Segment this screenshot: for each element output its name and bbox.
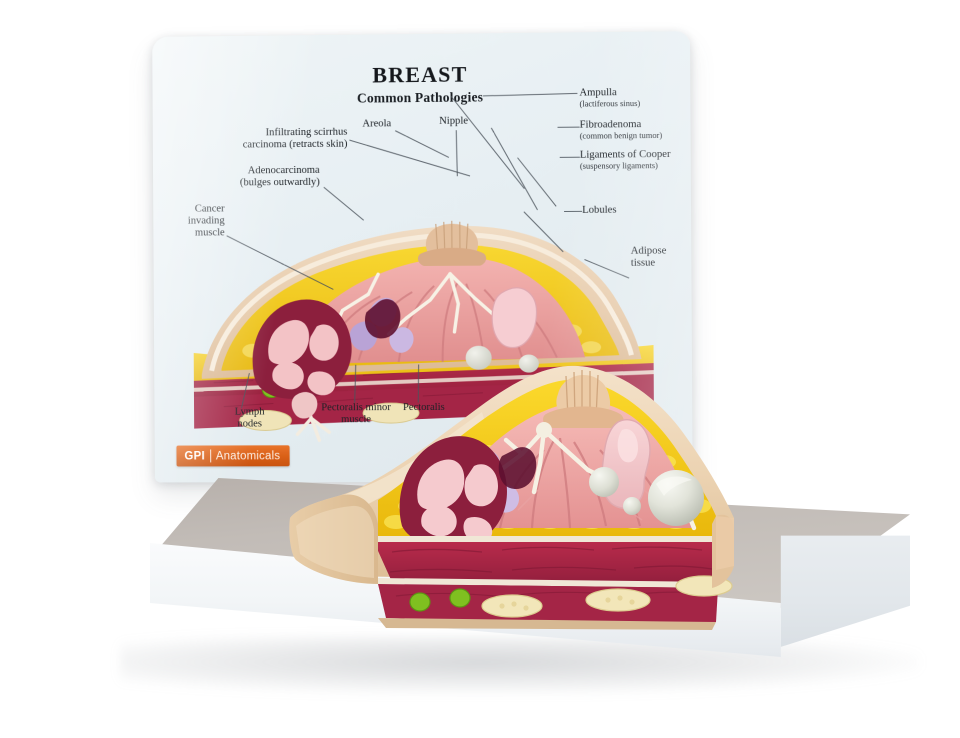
leader-line-ampulla-tail (450, 95, 525, 190)
leader-line-areola (395, 130, 450, 158)
label-ligaments-of-cooper: Ligaments of Cooper (suspensory ligament… (580, 149, 671, 171)
label-line-1: Areola (362, 118, 392, 130)
breast-pathology-3d-model (282, 330, 812, 630)
label-adipose-tissue: Adipose tissue (631, 245, 667, 269)
label-line-1: Nipple (439, 115, 469, 127)
label-nipple: Nipple (439, 116, 468, 128)
label-line-2: (lactiferous sinus) (579, 98, 641, 109)
page-title: BREAST (372, 61, 468, 88)
label-line-3: muscle (194, 227, 225, 239)
leader-line-fibroadenoma (557, 126, 580, 128)
label-cancer-invading-muscle: Cancer invading muscle (152, 203, 225, 239)
label-line-2: (bulges outwardly) (239, 176, 320, 189)
label-line-2: (common benign tumor) (579, 130, 663, 141)
drop-shadow (120, 636, 920, 694)
label-line-2: tissue (630, 257, 656, 269)
label-line-2: (suspensory ligaments) (579, 160, 658, 171)
label-areola: Areola (329, 118, 391, 130)
label-line-1: Cancer (194, 203, 225, 215)
label-lobules: Lobules (582, 205, 616, 217)
leader-line-lobules (564, 210, 583, 212)
leader-line-cooper (559, 156, 580, 158)
label-line-2: nodes (237, 418, 262, 430)
label-line-1: Adipose (630, 245, 667, 257)
label-adenocarcinoma: Adenocarcinoma (bulges outwardly) (152, 165, 320, 190)
label-line-1: Lymph (234, 406, 265, 418)
label-line-2: carcinoma (retracts skin) (242, 138, 348, 151)
brand-divider (209, 449, 211, 463)
brand-name-light: Anatomicals (215, 449, 281, 462)
label-line-1: Lobules (582, 204, 617, 216)
label-ampulla: Ampulla (lactiferous sinus) (579, 87, 640, 109)
leader-line-infiltrating (349, 139, 471, 177)
leader-line-nipple (455, 130, 458, 177)
label-lymph-nodes: Lymph nodes (222, 406, 278, 430)
label-line-1: Fibroadenoma (579, 119, 642, 131)
label-fibroadenoma: Fibroadenoma (common benign tumor) (580, 119, 663, 141)
brand-name-bold: GPI (184, 449, 205, 462)
label-line-2: invading (187, 215, 225, 227)
label-line-1: Ampulla (579, 87, 617, 99)
brand-logo: GPI Anatomicals (176, 445, 290, 467)
label-line-1: Ligaments of Cooper (579, 148, 671, 161)
label-infiltrating-scirrhus-carcinoma: Infiltrating scirrhus carcinoma (retract… (152, 127, 348, 152)
